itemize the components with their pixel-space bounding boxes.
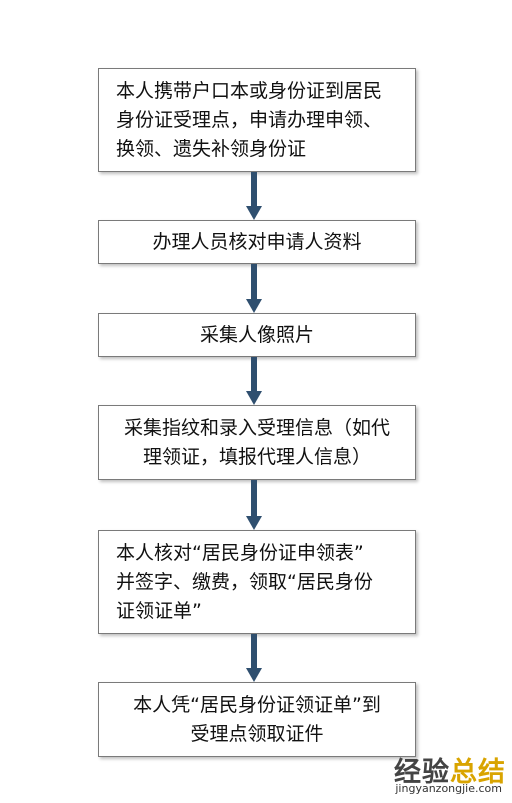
flow-step-4-text: 采集指纹和录入受理信息（如代 理领证，填报代理人信息） — [123, 416, 390, 468]
flow-step-3: 采集人像照片 — [98, 313, 416, 357]
flow-step-4: 采集指纹和录入受理信息（如代 理领证，填报代理人信息） — [98, 405, 416, 480]
watermark-title-part1: 经验 — [394, 757, 450, 788]
arrow-down-icon — [246, 357, 262, 405]
arrow-down-icon — [246, 172, 262, 220]
flow-step-6-text: 本人凭“居民身份证领证单”到 受理点领取证件 — [133, 693, 381, 745]
flow-step-6: 本人凭“居民身份证领证单”到 受理点领取证件 — [98, 682, 416, 757]
flow-step-5: 本人核对“居民身份证申领表” 并签字、缴费，领取“居民身份 证领证单” — [98, 530, 416, 634]
watermark-logo: 经验总结 jingyanzongjie.com — [340, 748, 508, 800]
flow-step-3-text: 采集人像照片 — [199, 323, 314, 346]
flow-step-1: 本人携带户口本或身份证到居民 身份证受理点，申请办理申领、 换领、遗失补领身份证 — [98, 68, 416, 172]
flow-step-1-text: 本人携带户口本或身份证到居民 身份证受理点，申请办理申领、 换领、遗失补领身份证 — [116, 79, 383, 160]
watermark-url: jingyanzongjie.com — [395, 782, 502, 795]
watermark-title-part2: 总结 — [450, 757, 506, 788]
flow-step-2-text: 办理人员核对申请人资料 — [152, 230, 362, 253]
arrow-down-icon — [246, 634, 262, 682]
flow-step-5-text: 本人核对“居民身份证申领表” 并签字、缴费，领取“居民身份 证领证单” — [116, 541, 373, 622]
watermark-title: 经验总结 — [394, 750, 506, 789]
arrow-down-icon — [246, 480, 262, 530]
arrow-down-icon — [246, 264, 262, 313]
flow-step-2: 办理人员核对申请人资料 — [98, 220, 416, 264]
